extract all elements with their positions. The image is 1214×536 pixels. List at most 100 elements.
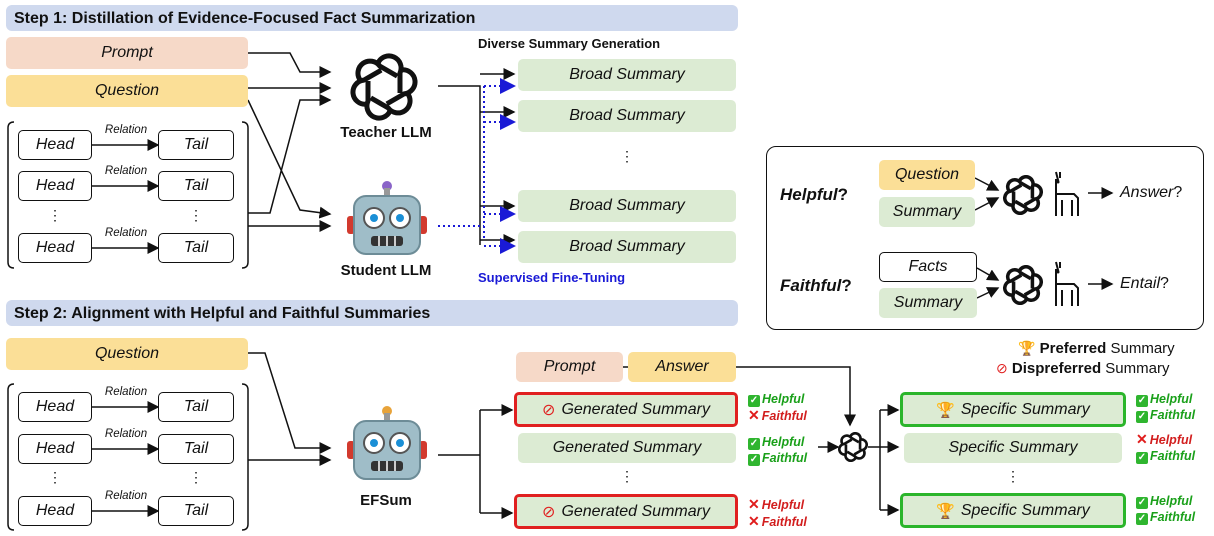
trophy-icon: 🏆 bbox=[1018, 340, 1036, 356]
head-node: Head bbox=[18, 392, 92, 422]
ellipsis: ⋮ bbox=[1006, 468, 1020, 484]
llama-icon bbox=[1055, 261, 1079, 306]
flag-label: Helpful bbox=[1149, 433, 1193, 447]
helpful-flag: ✓Helpful bbox=[1136, 494, 1193, 509]
generated-summary-dispreferred: ⊘ Generated Summary bbox=[514, 494, 738, 529]
openai-logo-icon bbox=[1003, 175, 1043, 215]
legend-dispreferred: ⊘ Dispreferred Summary bbox=[996, 360, 1169, 377]
flags-group: ✕Helpful ✓Faithful bbox=[1136, 431, 1195, 464]
flag-label: Helpful bbox=[762, 392, 805, 406]
summary-pill: Summary bbox=[879, 288, 977, 318]
flag-label: Faithful bbox=[1150, 408, 1196, 422]
specific-summary-label: Specific Summary bbox=[960, 400, 1090, 418]
helpful-flag: ✕Helpful bbox=[748, 496, 805, 512]
faithful-criterion-word: Faithful bbox=[780, 276, 842, 295]
head-node: Head bbox=[18, 496, 92, 526]
flag-label: Faithful bbox=[761, 409, 807, 423]
answer-word: Answer bbox=[1120, 184, 1174, 201]
flag-label: Helpful bbox=[1150, 494, 1193, 508]
flag-label: Faithful bbox=[1150, 449, 1196, 463]
prompt-input: Prompt bbox=[6, 37, 248, 69]
legend-summary-label: Summary bbox=[1110, 340, 1175, 357]
tail-node: Tail bbox=[158, 392, 234, 422]
faithful-criterion: Faithful? bbox=[780, 276, 852, 296]
qmark: ? bbox=[1160, 275, 1169, 292]
facts-pill: Facts bbox=[879, 252, 977, 282]
ellipsis: ⋮ bbox=[48, 469, 62, 485]
tail-node: Tail bbox=[158, 171, 234, 201]
student-llm-label: Student LLM bbox=[340, 262, 432, 279]
flags-group: ✓Helpful ✓Faithful bbox=[1136, 493, 1195, 525]
faithful-flag: ✓Faithful bbox=[1136, 449, 1196, 464]
step1-banner: Step 1: Distillation of Evidence-Focused… bbox=[6, 5, 738, 31]
flag-label: Faithful bbox=[761, 515, 807, 529]
ellipsis: ⋮ bbox=[620, 468, 634, 484]
flag-label: Helpful bbox=[1150, 392, 1193, 406]
preferred-label: Preferred bbox=[1039, 340, 1107, 357]
helpful-flag: ✓Helpful bbox=[748, 392, 805, 407]
diverse-summary-title: Diverse Summary Generation bbox=[478, 36, 661, 51]
faithful-flag: ✕Faithful bbox=[748, 407, 807, 423]
specific-summary-label: Specific Summary bbox=[960, 501, 1090, 519]
specific-summary: Specific Summary bbox=[904, 433, 1122, 463]
openai-logo-icon bbox=[838, 432, 868, 462]
entail-word: Entail bbox=[1120, 275, 1161, 292]
llama-icon bbox=[1055, 171, 1079, 216]
helpful-flag: ✓Helpful bbox=[748, 435, 805, 450]
step1-title: Step 1: Distillation of Evidence-Focused… bbox=[14, 10, 476, 27]
qmark: ? bbox=[841, 276, 852, 295]
tail-node: Tail bbox=[158, 434, 234, 464]
flags-group: ✓Helpful ✓Faithful bbox=[748, 434, 807, 466]
relation-label: Relation bbox=[104, 165, 148, 177]
helpful-flag: ✓Helpful bbox=[1136, 392, 1193, 407]
relation-label: Relation bbox=[104, 227, 148, 239]
robot-icon bbox=[347, 406, 427, 480]
flag-label: Faithful bbox=[1150, 510, 1196, 524]
specific-summary-preferred: 🏆 Specific Summary bbox=[900, 392, 1126, 427]
ellipsis: ⋮ bbox=[620, 148, 634, 164]
relation-label: Relation bbox=[104, 124, 148, 136]
qmark: ? bbox=[1173, 184, 1183, 201]
broad-summary: Broad Summary bbox=[518, 231, 736, 263]
flag-label: Helpful bbox=[761, 498, 805, 512]
broad-summary: Broad Summary bbox=[518, 100, 736, 132]
generated-summary-label: Generated Summary bbox=[561, 400, 710, 418]
flag-label: Helpful bbox=[762, 435, 805, 449]
faithful-flag: ✓Faithful bbox=[748, 451, 808, 466]
faithful-flag: ✓Faithful bbox=[1136, 408, 1196, 423]
broad-summary: Broad Summary bbox=[518, 59, 736, 91]
generated-summary: Generated Summary bbox=[518, 433, 736, 463]
trophy-icon: 🏆 bbox=[936, 401, 955, 419]
relation-label: Relation bbox=[104, 490, 148, 502]
faithful-flag: ✓Faithful bbox=[1136, 510, 1196, 525]
prohibited-icon: ⊘ bbox=[542, 503, 556, 521]
broad-summary: Broad Summary bbox=[518, 190, 736, 222]
prompt-input: Prompt bbox=[516, 352, 623, 382]
head-node: Head bbox=[18, 434, 92, 464]
head-node: Head bbox=[18, 171, 92, 201]
entail-output: Entail? bbox=[1120, 275, 1169, 293]
summary-pill: Summary bbox=[879, 197, 975, 227]
specific-summary-preferred: 🏆 Specific Summary bbox=[900, 493, 1126, 528]
tail-node: Tail bbox=[158, 233, 234, 263]
qmark: ? bbox=[837, 185, 848, 204]
openai-logo-icon bbox=[1003, 265, 1043, 305]
openai-logo-icon bbox=[350, 53, 418, 121]
ellipsis: ⋮ bbox=[189, 469, 203, 485]
sft-label: Supervised Fine-Tuning bbox=[478, 270, 626, 285]
legend-summary-label: Summary bbox=[1105, 360, 1170, 377]
trophy-icon: 🏆 bbox=[936, 502, 955, 520]
prohibited-icon: ⊘ bbox=[996, 360, 1008, 376]
teacher-llm-label: Teacher LLM bbox=[340, 124, 432, 141]
step2-banner: Step 2: Alignment with Helpful and Faith… bbox=[6, 300, 738, 326]
generated-summary-dispreferred: ⊘ Generated Summary bbox=[514, 392, 738, 427]
tail-node: Tail bbox=[158, 130, 234, 160]
question-input: Question bbox=[6, 75, 248, 107]
question-input: Question bbox=[6, 338, 248, 370]
head-node: Head bbox=[18, 233, 92, 263]
efsum-label: EFSum bbox=[360, 492, 412, 509]
flag-label: Faithful bbox=[762, 451, 808, 465]
step2-title: Step 2: Alignment with Helpful and Faith… bbox=[14, 305, 431, 322]
tail-node: Tail bbox=[158, 496, 234, 526]
